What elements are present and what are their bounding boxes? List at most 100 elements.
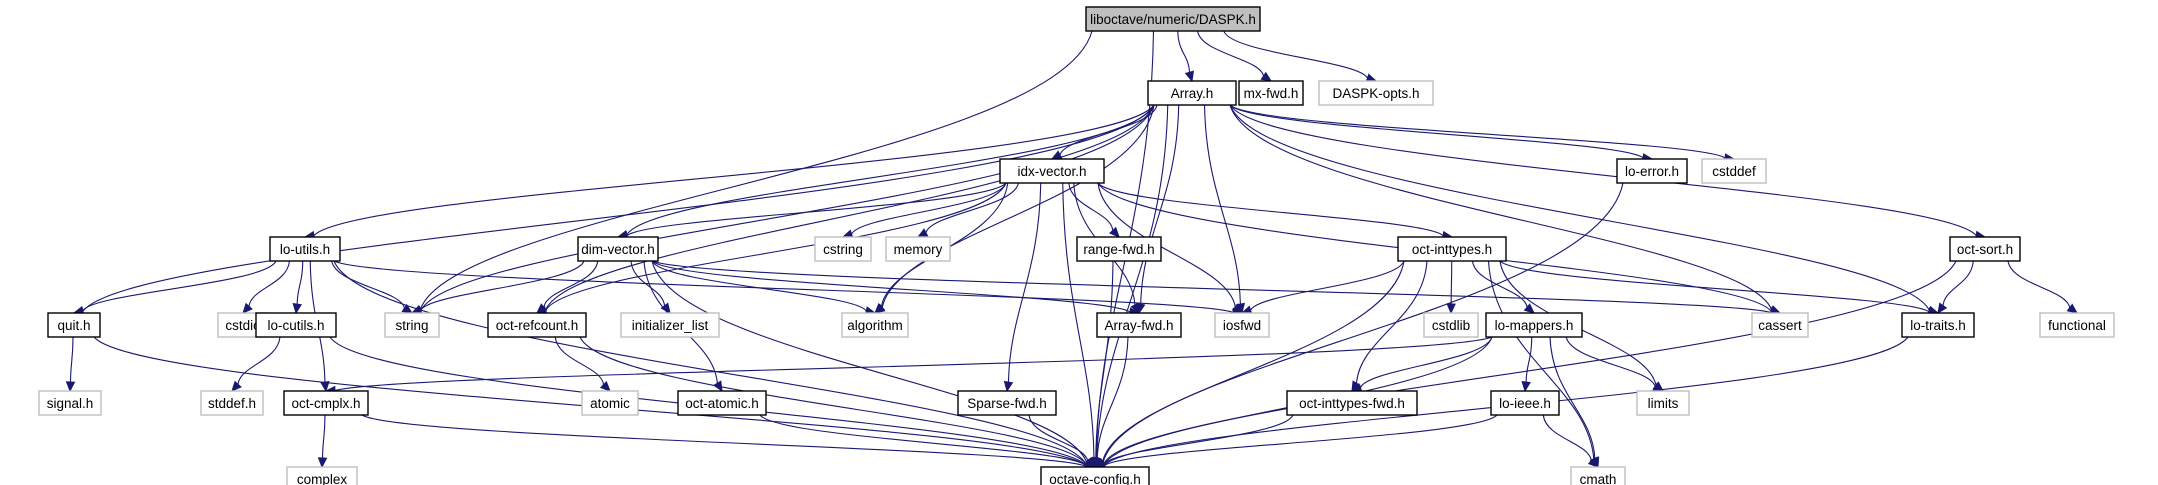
edge-arrowhead: [1084, 457, 1096, 468]
node-label: lo-utils.h: [280, 242, 330, 257]
node-label: oct-refcount.h: [496, 318, 579, 333]
edge-rangefwd-to-octaveconfig: [1091, 260, 1114, 469]
node-mxfwd[interactable]: mx-fwd.h: [1238, 80, 1304, 106]
edge-line: [651, 260, 1772, 314]
edge-array-to-quit: [72, 104, 1155, 316]
edge-array-to-loerror: [1229, 104, 1654, 163]
node-quit[interactable]: quit.h: [47, 312, 101, 338]
node-box: [1214, 312, 1270, 338]
node-label: cstring: [823, 242, 863, 257]
edge-line: [82, 260, 277, 312]
node-box: [885, 236, 951, 262]
edge-arrowhead: [1109, 226, 1120, 238]
edge-line: [333, 260, 1234, 313]
node-arrayfwd[interactable]: Array-fwd.h: [1096, 312, 1182, 338]
edge-lomappers-to-loieee: [1521, 336, 1533, 393]
node-loutils[interactable]: lo-utils.h: [269, 236, 341, 262]
node-box: [1397, 236, 1507, 262]
node-box: [1040, 466, 1150, 485]
node-octrefcount[interactable]: oct-refcount.h: [487, 312, 587, 338]
node-label: cmath: [1580, 472, 1617, 485]
edge-line: [1068, 182, 1114, 231]
edge-arrowhead: [1521, 380, 1531, 393]
edge-arrowhead: [1184, 70, 1194, 83]
node-label: oct-inttypes.h: [1412, 242, 1492, 257]
edge-arrowhead: [874, 302, 886, 314]
node-box: [1490, 390, 1560, 416]
node-box: [577, 236, 659, 262]
node-lomappers[interactable]: lo-mappers.h: [1485, 312, 1583, 338]
node-stddef: stddef.h: [200, 390, 264, 416]
edge-line: [1487, 260, 1595, 460]
edge-layer: [65, 30, 2078, 472]
edge-dimvector-to-cassert: [651, 260, 1782, 318]
node-loerror[interactable]: lo-error.h: [1616, 158, 1688, 184]
edge-line: [331, 260, 405, 309]
edge-octinttypes-to-cstdlib: [1446, 260, 1456, 315]
node-daspk[interactable]: liboctave/numeric/DASPK.h: [1085, 6, 1261, 32]
edge-line: [1450, 260, 1453, 305]
node-label: oct-sort.h: [1957, 242, 2013, 257]
node-label: cassert: [1758, 318, 1802, 333]
node-label: cstddef: [1712, 164, 1756, 179]
node-box: [1286, 390, 1418, 416]
edge-arrowhead: [536, 303, 548, 314]
edge-arrowhead: [1446, 303, 1456, 315]
edge-line: [1229, 104, 1930, 311]
node-box: [269, 236, 341, 262]
edge-line: [420, 260, 585, 311]
edge-arrowhead: [1003, 380, 1014, 393]
node-box: [47, 312, 101, 338]
node-box: [283, 390, 369, 416]
node-limits: limits: [1636, 390, 1690, 416]
node-label: functional: [2048, 318, 2106, 333]
node-label: liboctave/numeric/DASPK.h: [1090, 12, 1256, 27]
edge-line: [296, 260, 304, 305]
edge-line: [1177, 30, 1191, 73]
node-rangefwd[interactable]: range-fwd.h: [1076, 236, 1162, 262]
edge-line: [248, 260, 291, 307]
edge-daspk-to-string: [410, 30, 1093, 314]
node-box: [1616, 158, 1688, 184]
node-octinttypes[interactable]: oct-inttypes.h: [1397, 236, 1507, 262]
edge-idxvector-to-octaveconfig: [1062, 182, 1099, 469]
node-octinttypesfwd[interactable]: oct-inttypes-fwd.h: [1286, 390, 1418, 416]
node-array[interactable]: Array.h: [1147, 80, 1237, 106]
edge-line: [333, 260, 1087, 465]
edge-arrowhead: [1587, 456, 1599, 468]
node-label: Array.h: [1171, 86, 1214, 101]
edge-arrowhead: [660, 302, 671, 314]
node-box: [38, 390, 102, 416]
node-label: range-fwd.h: [1083, 242, 1154, 257]
node-dimvector[interactable]: dim-vector.h: [577, 236, 659, 262]
node-box: [581, 390, 639, 416]
node-octsort[interactable]: oct-sort.h: [1949, 236, 2021, 262]
node-locutils[interactable]: lo-cutils.h: [255, 312, 337, 338]
node-label: algorithm: [847, 318, 903, 333]
edge-line: [1229, 104, 1773, 311]
node-label: oct-atomic.h: [685, 396, 759, 411]
node-octatomic[interactable]: oct-atomic.h: [677, 390, 767, 416]
node-loieee[interactable]: lo-ieee.h: [1490, 390, 1560, 416]
edge-line: [1525, 336, 1533, 383]
edge-idxvector-to-sparsefwd: [1003, 182, 1042, 393]
edge-line: [1196, 30, 1265, 77]
edge-octinttypes-to-iosfwd: [1240, 260, 1405, 315]
node-cmath: cmath: [1570, 466, 1626, 485]
edge-arrowhead: [242, 302, 253, 314]
edge-line: [313, 104, 1155, 236]
node-box: [384, 312, 440, 338]
edge-line: [1359, 336, 1493, 389]
node-octaveconfig[interactable]: octave-config.h: [1040, 466, 1150, 485]
node-sparsefwd[interactable]: Sparse-fwd.h: [957, 390, 1057, 416]
node-box: [1751, 312, 1809, 338]
edge-sparsefwd-to-octaveconfig: [1028, 414, 1096, 468]
node-lotraits[interactable]: lo-traits.h: [1901, 312, 1975, 338]
edge-line: [579, 336, 1087, 466]
node-octcmplx[interactable]: oct-cmplx.h: [283, 390, 369, 416]
node-label: lo-error.h: [1625, 164, 1679, 179]
node-idxvector[interactable]: idx-vector.h: [999, 158, 1105, 184]
node-label: memory: [894, 242, 943, 257]
edge-line: [1095, 260, 1114, 459]
node-complex: complex: [286, 466, 358, 485]
